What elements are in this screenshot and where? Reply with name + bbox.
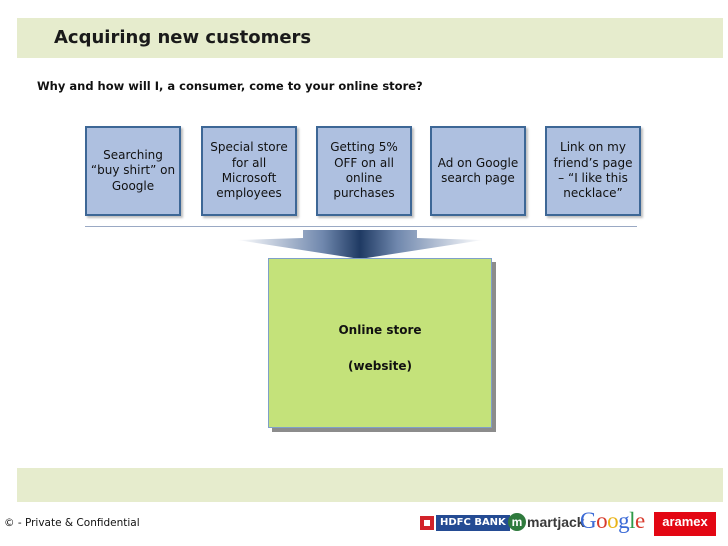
- funnel-arrow-icon: [237, 230, 483, 259]
- source-box-employee-store: Special store for all Microsoft employee…: [201, 126, 297, 216]
- martjack-logo: m martjack: [508, 513, 585, 531]
- footer-bar: [17, 468, 723, 502]
- source-label: Link on my friend’s page – “I like this …: [553, 140, 633, 201]
- source-label: Searching “buy shirt” on Google: [90, 147, 176, 193]
- divider-line: [85, 226, 637, 227]
- source-box-friend-link: Link on my friend’s page – “I like this …: [545, 126, 641, 216]
- title-bar: Acquiring new customers: [17, 18, 723, 58]
- source-label: Getting 5% OFF on all online purchases: [330, 140, 398, 201]
- source-box-ad: Ad on Google search page: [430, 126, 526, 216]
- slide-title: Acquiring new customers: [54, 27, 312, 48]
- store-sublabel: (website): [348, 359, 412, 373]
- google-logo: Google: [580, 508, 645, 533]
- hdfc-bank-logo: HDFC BANK: [420, 515, 510, 531]
- martjack-m-icon: m: [508, 513, 526, 531]
- online-store-box: Online store (website): [268, 258, 492, 428]
- aramex-logo: aramex: [654, 512, 716, 536]
- source-box-search: Searching “buy shirt” on Google: [85, 126, 181, 216]
- hdfc-square-icon: [420, 516, 434, 530]
- source-box-discount: Getting 5% OFF on all online purchases: [316, 126, 412, 216]
- source-label: Special store for all Microsoft employee…: [210, 140, 288, 201]
- partner-logos: HDFC BANK m martjack Google aramex: [420, 508, 720, 542]
- slide-subtitle: Why and how will I, a consumer, come to …: [37, 79, 423, 93]
- store-label: Online store: [338, 323, 422, 337]
- source-label: Ad on Google search page: [437, 155, 519, 185]
- copyright-notice: © - Private & Confidential: [4, 517, 140, 529]
